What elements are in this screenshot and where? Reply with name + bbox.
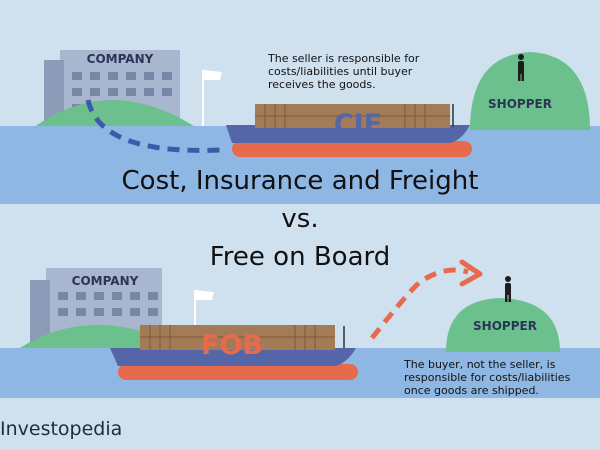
bottom-scene <box>0 259 600 398</box>
route-dash <box>370 267 469 340</box>
company-label: COMPANY <box>87 52 154 66</box>
fob-ship-label: FOB <box>201 330 263 361</box>
title-line-1: Cost, Insurance and Freight <box>121 166 479 196</box>
flag-icon <box>202 70 222 128</box>
shopper-island <box>470 52 590 130</box>
top-scene <box>0 50 600 204</box>
shopper-label: SHOPPER <box>488 97 552 111</box>
fob-ship-icon <box>110 325 358 380</box>
cif-note: The seller is responsible for costs/liab… <box>268 52 420 91</box>
brand-logo: Investopedia <box>0 418 123 440</box>
company-island <box>30 100 200 130</box>
title-line-2: vs. <box>281 204 319 234</box>
cif-ship-label: CIF <box>334 109 382 140</box>
cif-ship-icon <box>226 104 472 157</box>
shopper-label: SHOPPER <box>473 319 537 333</box>
fob-note: The buyer, not the seller, is responsibl… <box>404 358 571 397</box>
shopper-island <box>446 298 560 352</box>
shopper-person-icon <box>505 276 511 302</box>
shopper-person-icon <box>518 54 524 81</box>
company-label: COMPANY <box>72 274 139 288</box>
route-dash <box>85 99 221 153</box>
title-line-3: Free on Board <box>209 242 391 272</box>
arrow-head-icon <box>459 259 483 287</box>
